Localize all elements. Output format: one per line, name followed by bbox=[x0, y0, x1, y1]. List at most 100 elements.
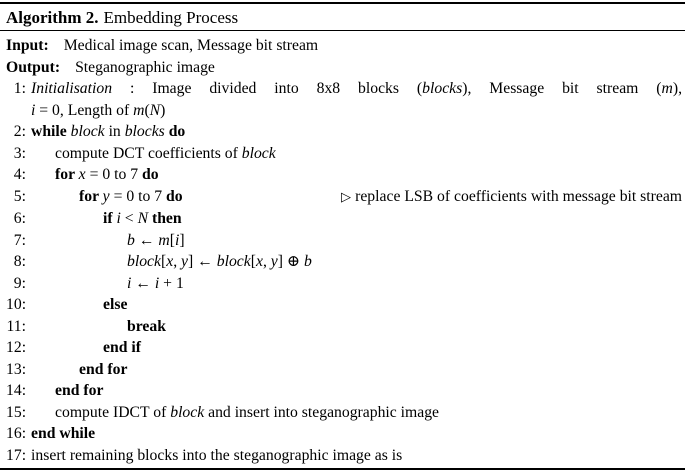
output-text: Steganographic image bbox=[75, 58, 215, 76]
code-segment: end if bbox=[103, 339, 141, 356]
code-segment: else bbox=[103, 296, 128, 313]
code-segment: blocks bbox=[422, 80, 463, 97]
algo-line: 11: break bbox=[6, 316, 682, 338]
code-row: break bbox=[127, 318, 166, 335]
code-row: for y = 0 to 7 do bbox=[79, 188, 183, 205]
code-segment: ), Message bit stream ( bbox=[462, 80, 662, 97]
code-segment: ( bbox=[144, 101, 150, 119]
code-row: compute IDCT of block and insert into st… bbox=[55, 404, 439, 421]
code-row: compute DCT coefficients of block bbox=[55, 145, 276, 162]
code-segment: N bbox=[137, 210, 149, 227]
line-number: 6: bbox=[13, 210, 26, 227]
code-segment: i bbox=[31, 101, 36, 119]
code-segment: ), bbox=[672, 80, 682, 97]
line-content: compute IDCT of block and insert into st… bbox=[31, 402, 682, 424]
algo-line: 7: b ← m[i] bbox=[6, 230, 682, 252]
line-number: 1: bbox=[13, 80, 26, 97]
line-content: Initialisation : Image divided into 8x8 … bbox=[31, 78, 682, 121]
code-segment: , bbox=[262, 253, 271, 270]
line-number: 12: bbox=[6, 339, 27, 356]
line-number: 3: bbox=[13, 144, 26, 162]
algo-line: 6: if i < N then bbox=[6, 208, 682, 230]
code-segment: do bbox=[166, 187, 183, 205]
algo-line: 3: compute DCT coefficients of block bbox=[6, 143, 682, 165]
bottom-rule bbox=[0, 468, 685, 470]
code-segment: while bbox=[31, 123, 71, 140]
code-segment: x bbox=[78, 166, 86, 183]
code-row: else bbox=[103, 296, 127, 313]
code-segment: ← bbox=[134, 231, 159, 249]
line-content: end for bbox=[31, 359, 682, 381]
line-number: 7: bbox=[13, 231, 26, 249]
code-segment: + 1 bbox=[159, 274, 184, 292]
code-segment: i bbox=[116, 210, 121, 227]
code-segment: insert remaining blocks into the stegano… bbox=[31, 446, 403, 464]
code-segment: block bbox=[216, 253, 251, 270]
code-row: while block in blocks do bbox=[31, 123, 185, 140]
code-segment: block bbox=[170, 403, 205, 421]
algo-line: 15: compute IDCT of block and insert into… bbox=[6, 402, 682, 424]
code-segment: y bbox=[270, 253, 278, 270]
algorithm-header: Algorithm 2.Embedding Process bbox=[0, 4, 685, 30]
code-lines: 1: Initialisation : Image divided into 8x… bbox=[0, 78, 685, 466]
algo-line: 2:while block in blocks do bbox=[6, 121, 682, 143]
code-segment: = 0 to 7 bbox=[109, 187, 166, 205]
line-content: insert remaining blocks into the stegano… bbox=[31, 445, 682, 467]
code-segment: block bbox=[70, 123, 105, 140]
line-content: b ← m[i] bbox=[31, 230, 682, 252]
code-row: i ← i + 1 bbox=[127, 275, 184, 292]
code-segment: and insert into steganographic image bbox=[204, 403, 440, 421]
input-label: Input: bbox=[6, 37, 49, 54]
line-content: while block in blocks do bbox=[31, 121, 682, 143]
code-segment: [ bbox=[169, 231, 175, 249]
line-content: for x = 0 to 7 do bbox=[31, 164, 682, 186]
algo-line: 5: ▷ replace LSB of coefficients with mes… bbox=[6, 186, 682, 209]
comment-triangle-icon: ▷ bbox=[340, 189, 356, 205]
code-segment: compute IDCT of bbox=[55, 403, 171, 421]
output-line: Output:Steganographic image bbox=[6, 57, 682, 79]
line-number: 5: bbox=[13, 187, 26, 205]
code-segment: b bbox=[303, 253, 312, 270]
line-content: end if bbox=[31, 337, 682, 359]
code-segment: ) bbox=[160, 101, 166, 119]
line-content: else bbox=[31, 294, 682, 316]
comment-text: replace LSB of coefficients with message… bbox=[355, 187, 682, 205]
line-content: ▷ replace LSB of coefficients with messa… bbox=[31, 186, 682, 209]
line-comment: ▷ replace LSB of coefficients with messa… bbox=[341, 186, 682, 209]
algo-line: 17:insert remaining blocks into the steg… bbox=[6, 445, 682, 467]
code-segment: ] ← bbox=[188, 253, 217, 270]
line-number: 8: bbox=[13, 253, 26, 270]
top-rule bbox=[0, 2, 685, 4]
algo-line: 13:end for bbox=[6, 359, 682, 381]
code-segment: m bbox=[158, 231, 170, 249]
algo-line: 16:end while bbox=[6, 423, 682, 445]
code-segment: x bbox=[166, 253, 174, 270]
code-segment: [ bbox=[250, 253, 256, 270]
code-segment: blocks bbox=[124, 123, 165, 140]
code-segment: y bbox=[181, 253, 188, 270]
code-segment: N bbox=[149, 101, 161, 119]
algo-line: 10:else bbox=[6, 294, 682, 316]
line-content: break bbox=[31, 316, 682, 338]
code-segment: m bbox=[133, 101, 145, 119]
line-number: 11: bbox=[6, 317, 26, 335]
line-content: end while bbox=[31, 423, 682, 445]
line-number: 4: bbox=[13, 166, 26, 183]
code-segment: ] ⊕ bbox=[277, 253, 304, 270]
code-segment: b bbox=[127, 231, 135, 249]
code-segment: m bbox=[661, 80, 673, 97]
line-number: 16: bbox=[6, 425, 27, 442]
code-segment: i bbox=[174, 231, 180, 249]
code-segment: end for bbox=[79, 360, 128, 378]
code-segment: block bbox=[127, 253, 161, 270]
code-segment: [ bbox=[160, 253, 167, 270]
algo-line: 1: Initialisation : Image divided into 8x… bbox=[6, 78, 682, 121]
code-row: if i < N then bbox=[103, 210, 182, 227]
code-segment: do bbox=[164, 123, 186, 140]
algorithm-label: Algorithm 2. bbox=[6, 8, 99, 27]
code-segment: i bbox=[154, 274, 160, 292]
code-segment: compute DCT coefficients of bbox=[55, 144, 242, 162]
code-segment: for bbox=[79, 187, 103, 205]
line-number: 15: bbox=[6, 403, 27, 421]
